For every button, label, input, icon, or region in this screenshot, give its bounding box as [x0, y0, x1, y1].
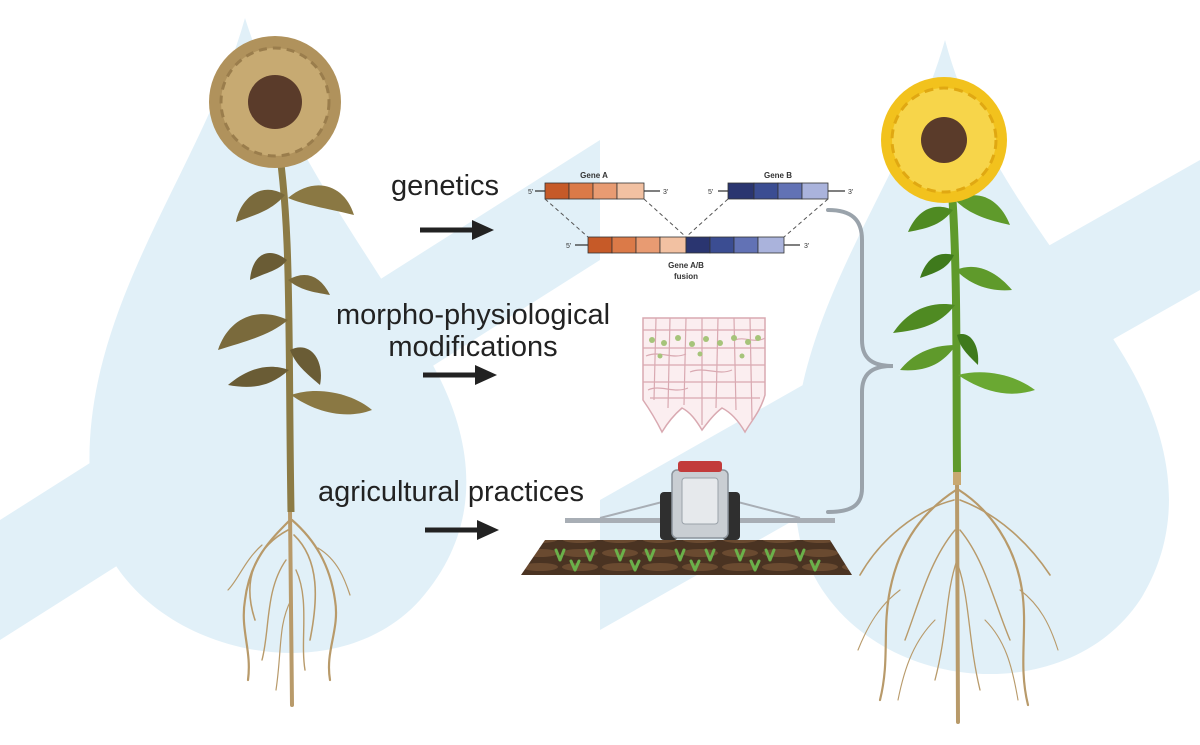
fusion-label-line2: fusion: [674, 272, 698, 281]
tissue-outline: [642, 317, 766, 434]
gene-a-3-end: 3': [663, 189, 668, 196]
genetics-arrow: [420, 220, 494, 240]
healthy-sunflower-roots: [857, 478, 1059, 724]
wilted-sunflower-head: [209, 36, 341, 168]
morpho-label-line2: modifications: [388, 330, 558, 363]
gene-fusion-diagram: Gene A Gene B Gene A/B fusion 5' 3' 5' 3…: [528, 171, 853, 281]
tissue-cell-walls: [643, 317, 766, 425]
healthy-sunflower-head: [881, 77, 1007, 203]
gene-b-label: Gene B: [764, 171, 792, 180]
fusion-5-end: 5': [566, 243, 571, 250]
tissue-cross-section: [642, 317, 766, 434]
healthy-sunflower-leaves: [893, 195, 1035, 394]
healthy-sunflower: [857, 77, 1059, 724]
field-soil: [521, 540, 852, 575]
diagonal-band-left: [0, 140, 600, 640]
diagonal-band-right: [600, 160, 1200, 630]
wilted-sunflower: [209, 36, 372, 707]
arrows: [420, 220, 499, 540]
fusion-segments: [587, 236, 785, 254]
agricultural-arrow: [425, 520, 499, 540]
morpho-physiological-label: morpho-physiological modifications: [318, 299, 628, 364]
genetics-label: genetics: [391, 170, 500, 202]
morpho-arrow: [423, 365, 497, 385]
tractor-field-illustration: [521, 461, 852, 575]
wilted-sunflower-roots: [227, 508, 351, 707]
gene-a-5-end: 5': [528, 189, 533, 196]
tissue-chloroplasts: [649, 335, 761, 359]
gene-b-3-end: 3': [848, 189, 853, 196]
field-seedlings: [554, 548, 821, 572]
gene-a-segments: [544, 182, 645, 200]
gene-a-label: Gene A: [580, 171, 608, 180]
gene-b-segments: [727, 182, 829, 200]
fusion-dashed-lines: [544, 198, 829, 238]
healthy-sunflower-stem: [947, 179, 961, 473]
gene-b-5-end: 5': [708, 189, 713, 196]
convergence-brace: [826, 208, 894, 514]
tractor: [660, 461, 740, 540]
fusion-label-line1: Gene A/B: [668, 261, 704, 270]
wilted-sunflower-leaves: [218, 185, 372, 415]
agricultural-practices-label: agricultural practices: [318, 476, 584, 508]
background-drop-shapes: [0, 18, 1200, 675]
fusion-3-end: 3': [804, 243, 809, 250]
morpho-label-line1: morpho-physiological: [335, 299, 611, 331]
